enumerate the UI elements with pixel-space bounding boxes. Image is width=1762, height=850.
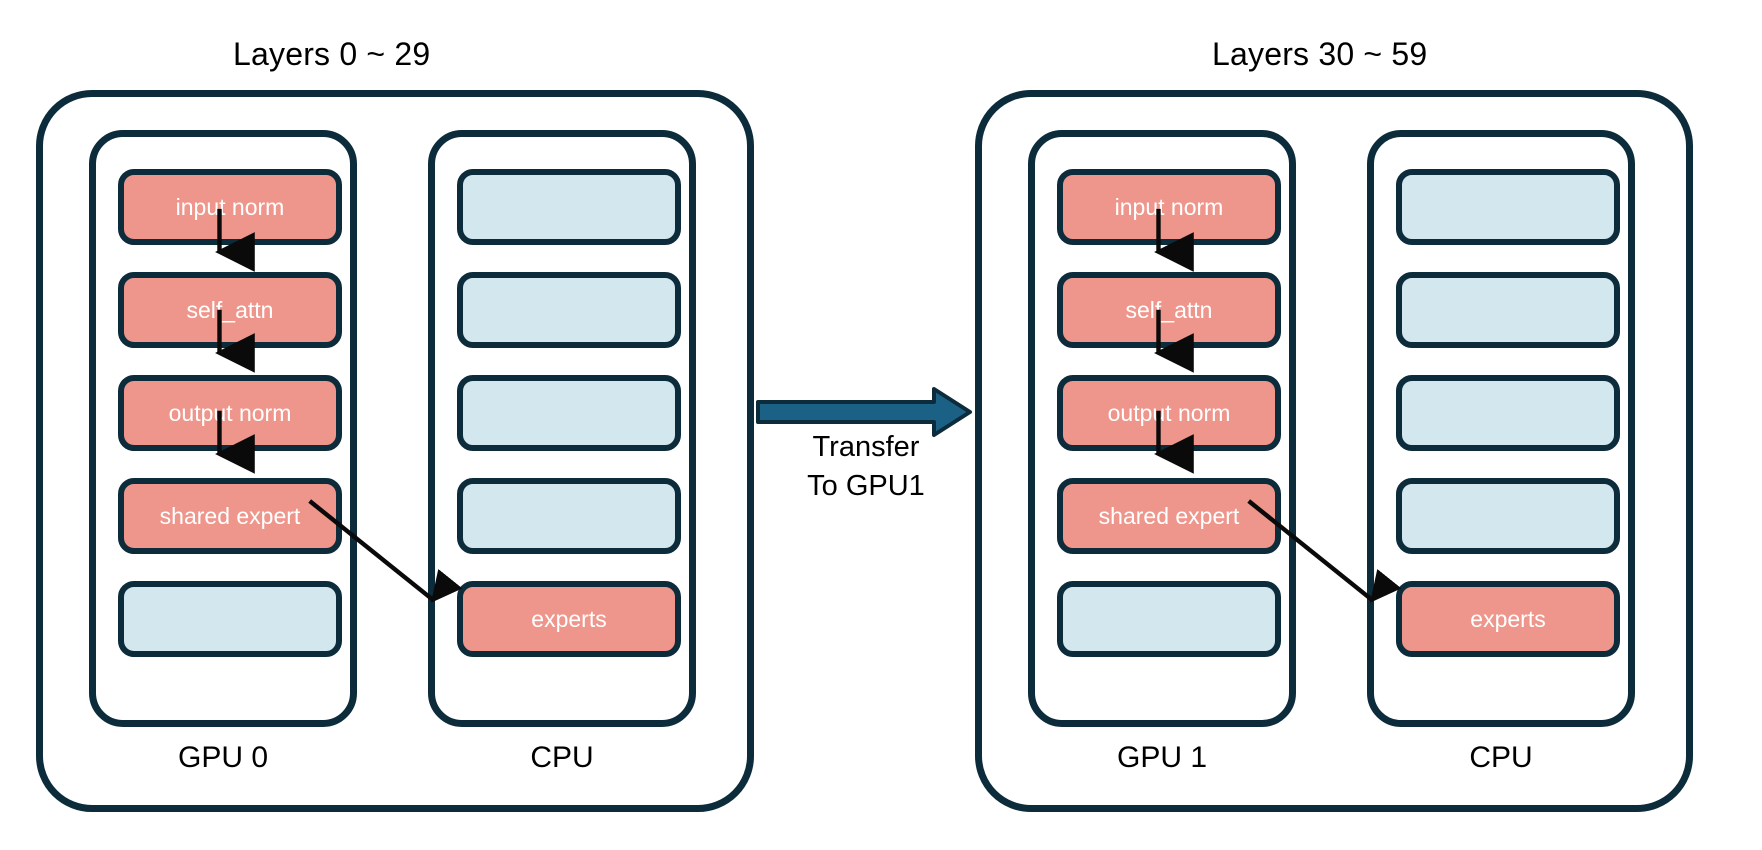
block-experts-cpu1[interactable]: experts <box>1396 581 1620 657</box>
memory-column-cpu-0: experts <box>428 130 696 727</box>
transfer-label-line-1: Transfer <box>812 431 920 463</box>
block-self-attn-gpu0[interactable]: self_attn <box>118 272 342 348</box>
block-empty-gpu0[interactable] <box>118 581 342 657</box>
panel-title-right: Layers 30 ~ 59 <box>1212 36 1428 72</box>
block-empty-cpu1-2[interactable] <box>1396 272 1620 348</box>
block-self-attn-gpu1[interactable]: self_attn <box>1057 272 1281 348</box>
block-empty-cpu0-3[interactable] <box>457 375 681 451</box>
block-empty-cpu1-3[interactable] <box>1396 375 1620 451</box>
device-label-gpu-0: GPU 0 <box>177 741 269 774</box>
block-input-norm-gpu0[interactable]: input norm <box>118 169 342 245</box>
block-output-norm-gpu1[interactable]: output norm <box>1057 375 1281 451</box>
memory-column-gpu-1: input norm self_attn output norm shared … <box>1028 130 1296 727</box>
block-input-norm-gpu1[interactable]: input norm <box>1057 169 1281 245</box>
block-empty-cpu1-1[interactable] <box>1396 169 1620 245</box>
block-shared-expert-gpu0[interactable]: shared expert <box>118 478 342 554</box>
block-shared-expert-gpu1[interactable]: shared expert <box>1057 478 1281 554</box>
device-panel-right: input norm self_attn output norm shared … <box>975 90 1693 812</box>
block-empty-gpu1[interactable] <box>1057 581 1281 657</box>
transfer-label: Transfer To GPU1 <box>756 428 976 505</box>
block-empty-cpu0-1[interactable] <box>457 169 681 245</box>
memory-column-cpu-1: experts <box>1367 130 1635 727</box>
transfer-label-line-2: To GPU1 <box>807 469 925 502</box>
device-label-gpu-1: GPU 1 <box>1116 741 1208 774</box>
memory-column-gpu-0: input norm self_attn output norm shared … <box>89 130 357 727</box>
block-empty-cpu1-4[interactable] <box>1396 478 1620 554</box>
device-label-cpu-1: CPU <box>1469 741 1533 774</box>
block-experts-cpu0[interactable]: experts <box>457 581 681 657</box>
device-label-cpu-0: CPU <box>530 741 594 774</box>
block-output-norm-gpu0[interactable]: output norm <box>118 375 342 451</box>
block-empty-cpu0-2[interactable] <box>457 272 681 348</box>
transfer-arrow-icon <box>756 387 972 437</box>
device-panel-left: input norm self_attn output norm shared … <box>36 90 754 812</box>
transfer-arrow-group: Transfer To GPU1 <box>756 386 976 526</box>
block-empty-cpu0-4[interactable] <box>457 478 681 554</box>
panel-title-left: Layers 0 ~ 29 <box>233 36 431 72</box>
